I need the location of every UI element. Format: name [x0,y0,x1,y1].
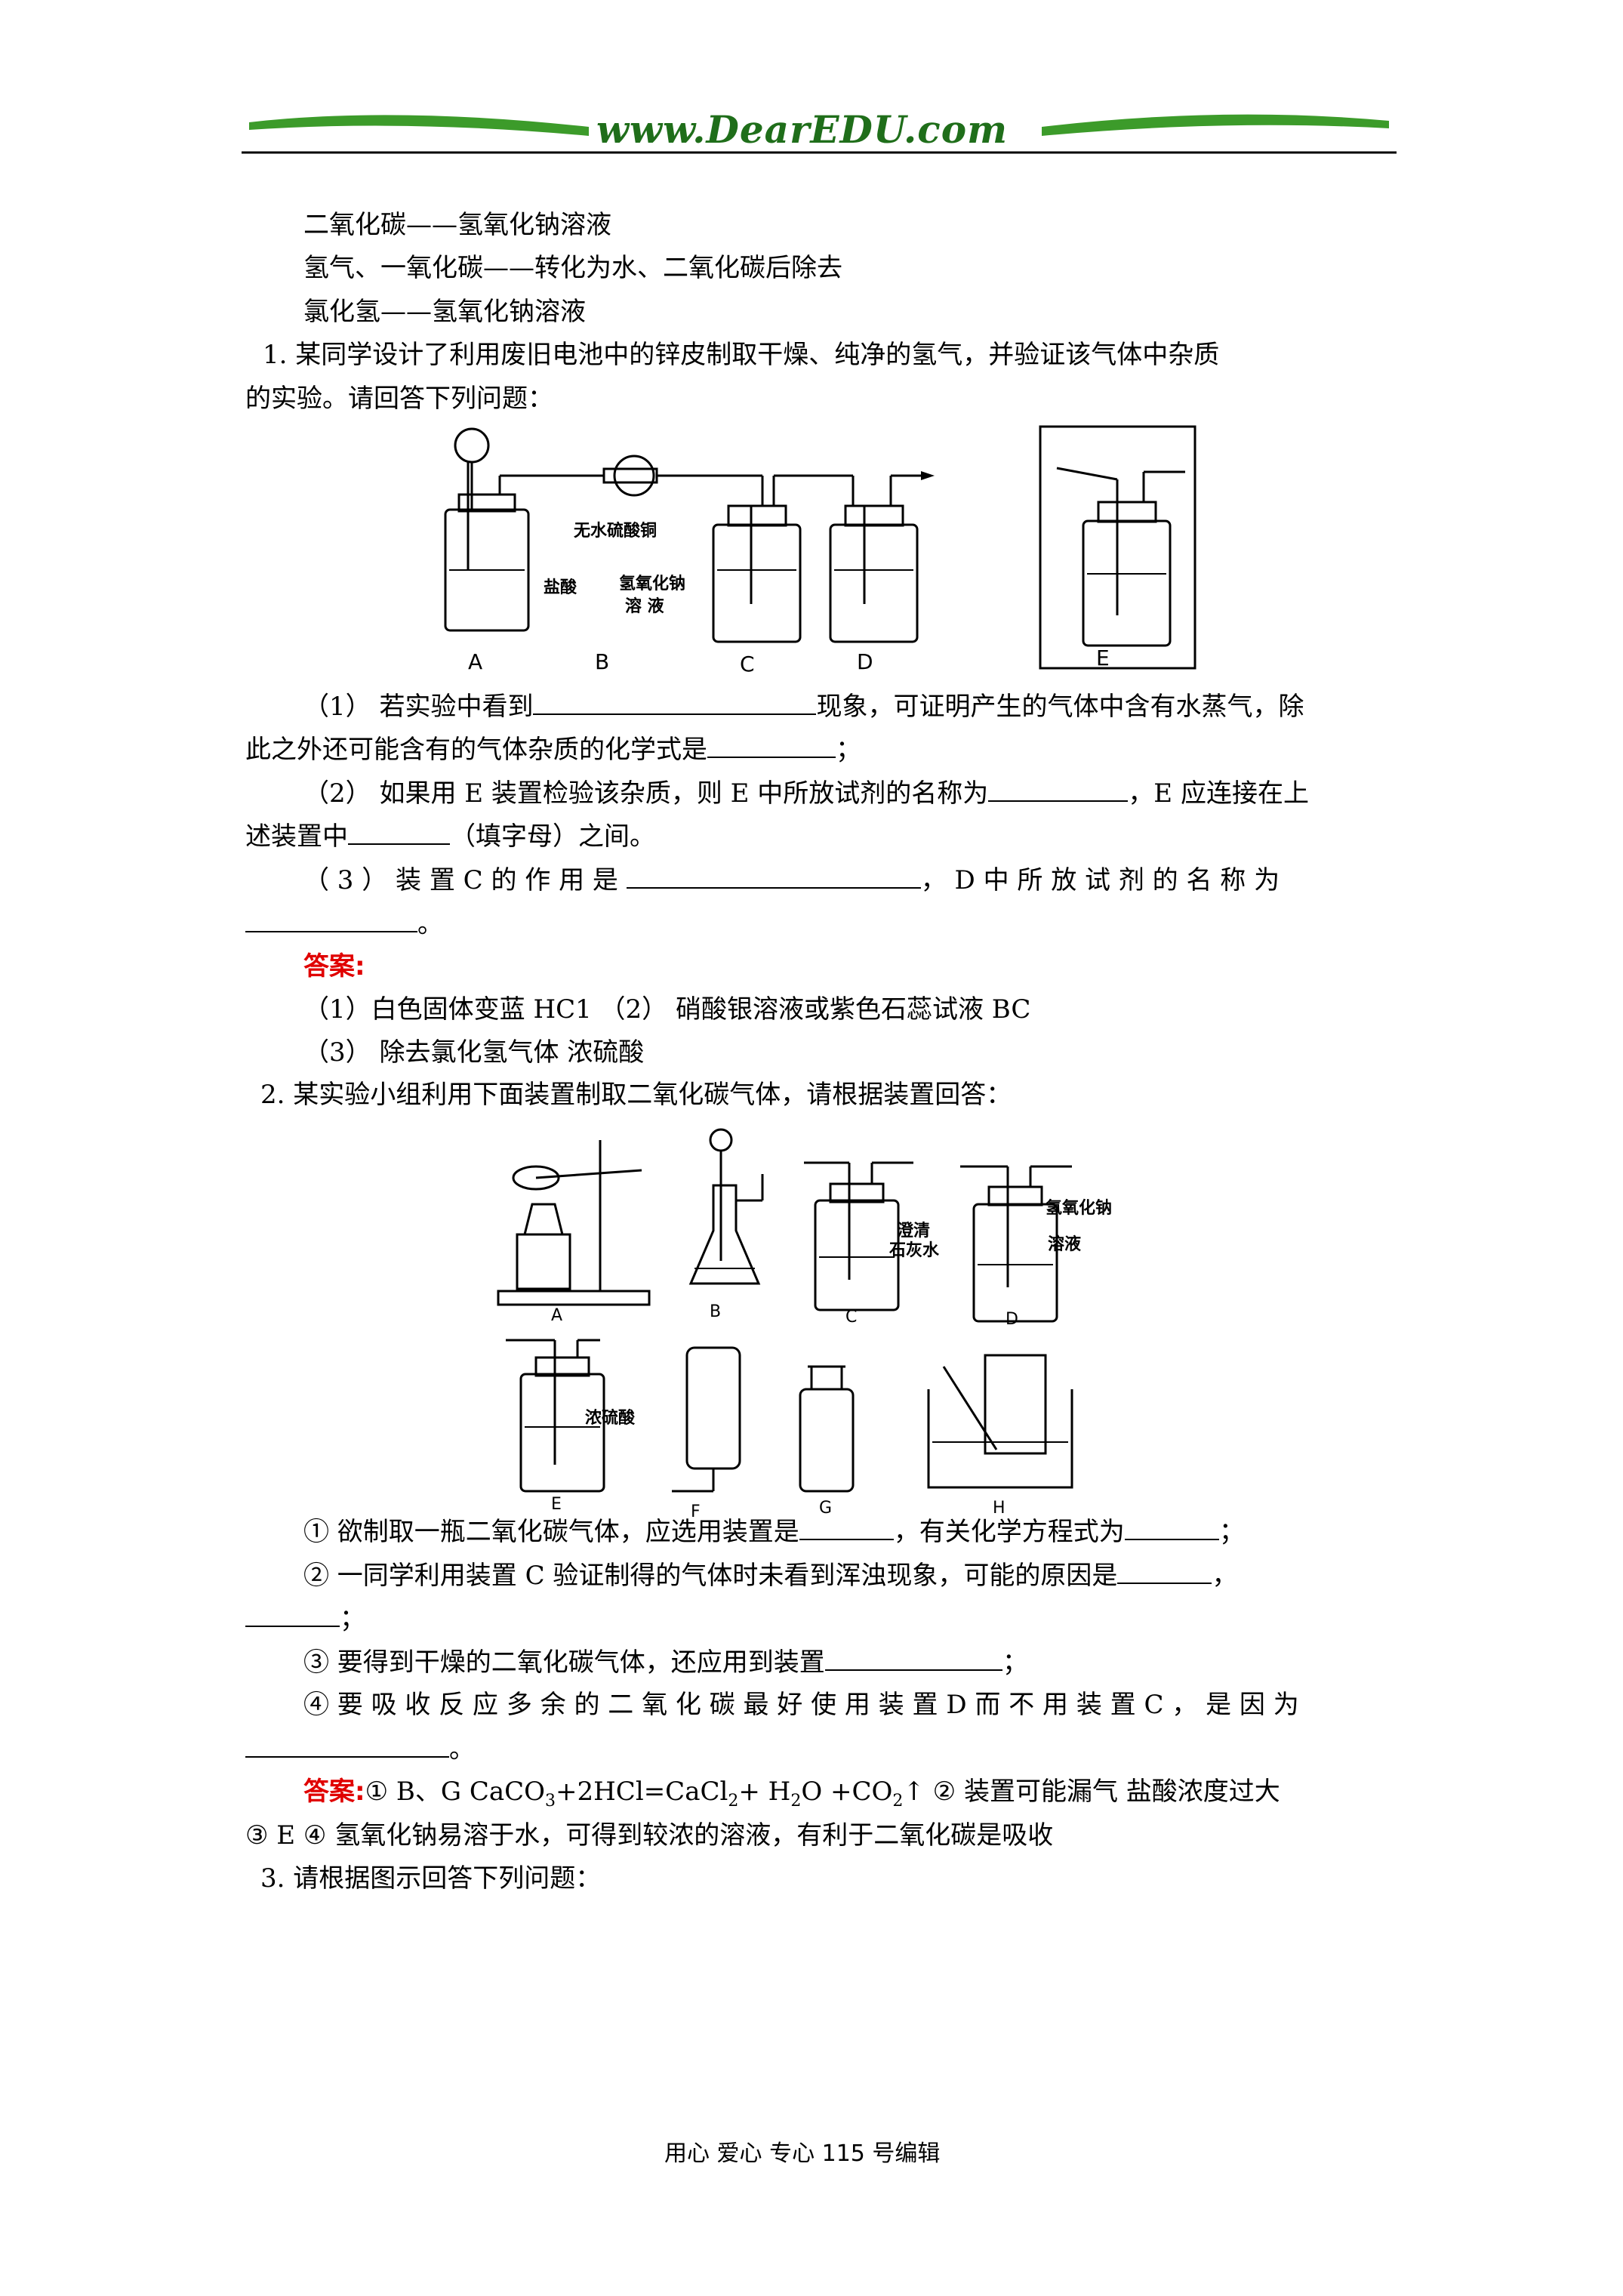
q1-label-E: E [1096,646,1110,670]
q2-sub4-line1: ④ 要 吸 收 反 应 多 余 的 二 氧 化 碳 最 好 使 用 装 置 D … [303,1690,1299,1720]
q1-answer-line1: （1）白色固体变蓝 HC1 （2） 硝酸银溶液或紫色石蕊试液 BC [303,994,1031,1025]
q1-label-cuso4: 无水硫酸铜 [574,522,658,541]
q2-apparatus-drawing [497,1128,1073,1493]
site-logo-text: www.DearEDU.com [596,107,1009,152]
q1-part1-line2: 此之外还可能含有的气体杂质的化学式是； [245,734,861,765]
q2-label-A: A [551,1306,563,1325]
q2-label-E: E [551,1495,562,1514]
q2-label-G: G [819,1499,833,1518]
q1-label-D: D [857,649,873,674]
q2-label-H: H [993,1499,1006,1518]
q2-apparatus-figure: 澄清 石灰水 氢氧化钠 溶液 浓硫酸 A B C D E F G H [491,1117,1140,1540]
q1-blank-2[interactable] [707,734,836,758]
q1-answer-label: 答案: [303,951,365,982]
header-swoosh-graphic [242,114,1397,154]
q1-blank-5[interactable] [626,864,921,889]
intro-line-3: 氯化氢——氢氧化钠溶液 [303,297,586,327]
q1-part3-line1: （ 3 ） 装 置 C 的 作 用 是 ， D 中 所 放 试 剂 的 名 称 … [303,864,1280,895]
q2-blank-4[interactable] [245,1603,340,1627]
q2-blank-5[interactable] [824,1647,1002,1671]
q2-blank-2[interactable] [1124,1516,1219,1540]
intro-line-1: 二氧化碳——氢氧化钠溶液 [303,210,611,240]
q2-answer-line1: 答案:① B、G CaCO3+2HCl=CaCl2+ H2O +CO2↑ ② 装… [303,1777,1280,1811]
q1-blank-6[interactable] [245,908,417,932]
q2-label-F: F [691,1502,701,1521]
q2-label-limewater-2: 石灰水 [889,1241,940,1260]
q1-apparatus-figure: 盐酸 无水硫酸铜 氢氧化钠 溶 液 A B C D E [430,419,1200,683]
q2-label-B: B [710,1302,722,1321]
q1-apparatus-drawing [444,425,1196,670]
q1-blank-4[interactable] [348,821,450,845]
q2-blank-6[interactable] [245,1734,449,1758]
header-banner: www.DearEDU.com [242,106,1397,159]
q1-label-naoh-1: 氢氧化钠 [619,575,686,593]
q3-stem: 3. 请根据图示回答下列问题： [260,1863,602,1894]
q1-label-naoh-2: 溶 液 [625,597,664,616]
q2-blank-3[interactable] [1117,1560,1212,1584]
q1-label-A: A [468,649,483,674]
q2-stem: 2. 某实验小组利用下面装置制取二氧化碳气体，请根据装置回答： [260,1080,1012,1110]
q1-part1-line1: （1） 若实验中看到现象，可证明产生的气体中含有水蒸气，除 [303,691,1304,722]
q1-blank-3[interactable] [988,778,1129,802]
q2-label-naoh-1: 氢氧化钠 [1046,1199,1113,1218]
q1-label-hcl: 盐酸 [544,578,577,597]
q2-label-limewater-1: 澄清 [897,1222,931,1240]
q2-sub2-line2: ； [245,1603,365,1634]
q2-answer-label: 答案: [303,1777,365,1807]
q2-sub4-line2: 。 [245,1734,475,1764]
page-footer: 用心 爱心 专心 115 号编辑 [664,2140,941,2167]
q1-stem-line2: 的实验。请回答下列问题： [245,384,553,414]
q1-part2-line2: 述装置中（填字母）之间。 [245,821,655,852]
q1-part2-line1: （2） 如果用 E 装置检验该杂质，则 E 中所放试剂的名称为，E 应连接在上 [303,778,1309,809]
q2-sub3: ③ 要得到干燥的二氧化碳气体，还应用到装置； [303,1647,1028,1678]
q1-answer-line2: （3） 除去氯化氢气体 浓硫酸 [303,1037,645,1068]
q2-label-D: D [1006,1310,1018,1329]
q2-sub2-line1: ② 一同学利用装置 C 验证制得的气体时未看到浑浊现象，可能的原因是， [303,1560,1238,1591]
q2-blank-1[interactable] [799,1516,894,1540]
q2-label-h2so4: 浓硫酸 [585,1409,636,1428]
q1-blank-1[interactable] [533,691,817,715]
q2-label-naoh-2: 溶液 [1048,1235,1082,1254]
q1-label-C: C [740,652,755,676]
intro-line-2: 氢气、一氧化碳——转化为水、二氧化碳后除去 [303,253,842,283]
q2-sub1: ① 欲制取一瓶二氧化碳气体，应选用装置是，有关化学方程式为； [303,1516,1245,1547]
q1-part3-line2: 。 [245,908,443,939]
q2-label-C: C [845,1308,858,1327]
q1-stem-line1: 1. 某同学设计了利用废旧电池中的锌皮制取干燥、纯净的氢气，并验证该气体中杂质 [263,340,1220,370]
q2-answer-line2: ③ E ④ 氢氧化钠易溶于水，可得到较浓的溶液，有利于二氧化碳是吸收 [245,1820,1054,1851]
q1-label-B: B [595,649,610,674]
